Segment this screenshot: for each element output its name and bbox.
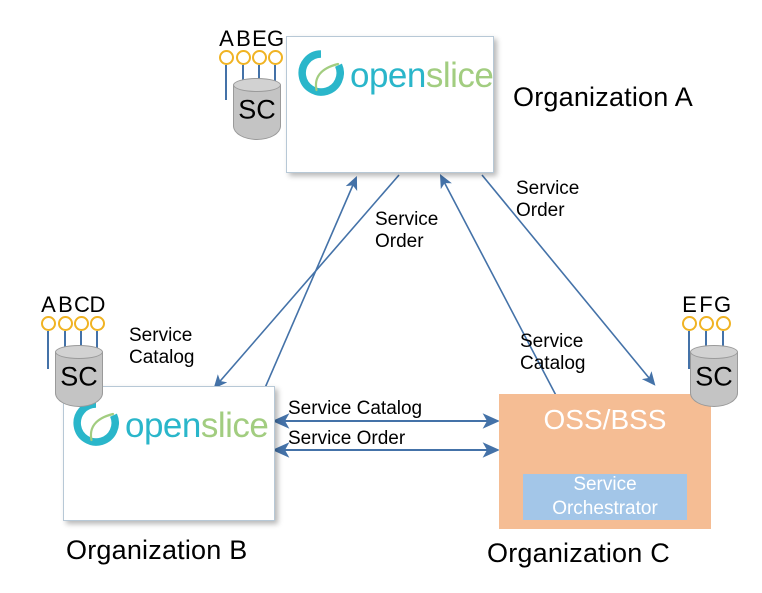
organization-b-box[interactable] [63,386,275,521]
catalog-b-cylinder: SC [55,345,103,407]
catalog-b-stem-0 [47,331,49,369]
label-bc-service-catalog: Service Catalog [288,398,423,419]
catalog-c-dot-2 [716,316,731,331]
catalog-b-dot-1 [58,316,73,331]
catalog-a-dot-1 [236,50,251,65]
catalog-c-item-2: G [714,292,732,317]
ossbss-title: OSS/BSS [543,404,667,435]
catalog-c-item-1: F [699,292,713,317]
arrow-a-to-b-service-catalog [213,174,400,389]
catalog-b-caption-line2: Catalog [129,347,195,369]
catalog-c-stem-0 [688,331,690,369]
catalog-b-item-2: C [74,292,90,317]
catalog-a-item-0: A [219,26,234,51]
openslice-wordmark: openslice [125,406,269,445]
service-orchestrator-box[interactable]: Service Orchestrator [523,474,687,520]
catalog-b-item-3: D [89,292,106,317]
catalog-b-dot-2 [74,316,89,331]
catalog-c-cylinder: SC [690,345,738,407]
catalog-c-dot-0 [682,316,697,331]
catalog-a-item-1: B [236,26,251,51]
logo-word-open: open [350,56,426,95]
label-a-to-c-service-catalog: Service Catalog [520,331,586,376]
catalog-b-db-label: SC [60,361,98,392]
logo-word-slice: slice [200,406,269,445]
label-c-to-a-service-order-line2: Order [516,200,565,222]
catalog-a-stem-0 [225,65,227,100]
organization-a-box[interactable] [286,36,494,173]
catalog-a-cylinder: SC [233,78,281,140]
catalog-c-db-label: SC [695,361,733,392]
cylinder-top [690,345,738,359]
label-bc-service-order: Service Order [288,428,406,449]
catalog-b-dot-3 [90,316,105,331]
catalog-b-item-1: B [58,292,73,317]
openslice-logo-b: openslice [73,400,269,451]
cylinder-body [233,85,281,140]
organization-c-label: Organization C [487,538,670,568]
arrow-b-to-a-service-order [257,175,358,405]
organization-a-label: Organization A [513,82,693,112]
cylinder-body [55,352,103,407]
catalog-a-db-label: SC [238,94,276,125]
catalog-a-dot-0 [219,50,234,65]
logo-word-open: open [125,406,201,445]
openslice-logo-a: openslice [298,50,494,101]
label-a-to-c-service-catalog-line1: Service [520,331,584,352]
cylinder-body [690,352,738,407]
catalog-c-item-0: E [682,292,697,317]
catalog-b-item-0: A [41,292,56,317]
label-c-to-a-service-order-line1: Service [516,178,580,199]
catalog-b-caption-line1: Service [129,325,193,346]
catalog-b-caption: Service Catalog [129,325,195,370]
cylinder-top [55,345,103,359]
label-c-to-a-service-order: Service Order [516,178,579,223]
organization-b-label: Organization B [66,535,248,565]
catalog-a-item-2: E [252,26,267,51]
openslice-wordmark: openslice [350,56,494,95]
openslice-ring-icon [73,400,119,451]
catalog-a-item-3: G [267,26,285,51]
service-orchestrator-line2: Orchestrator [552,498,658,519]
cylinder-top [233,78,281,92]
label-b-to-a-service-order-line2: Order [375,231,424,253]
label-b-to-a-service-order: Service Order [375,209,438,254]
catalog-c-dot-1 [699,316,714,331]
logo-word-slice: slice [425,56,494,95]
catalog-b-dot-0 [41,316,56,331]
label-a-to-c-service-catalog-line2: Catalog [520,353,586,375]
service-orchestrator-line1: Service [573,474,637,496]
catalog-a-dot-2 [252,50,267,65]
catalog-a-dot-3 [268,50,283,65]
organization-c-ossbss-box[interactable]: OSS/BSS Service Orchestrator [499,394,711,529]
openslice-ring-icon [298,50,344,101]
label-b-to-a-service-order-line1: Service [375,209,439,230]
